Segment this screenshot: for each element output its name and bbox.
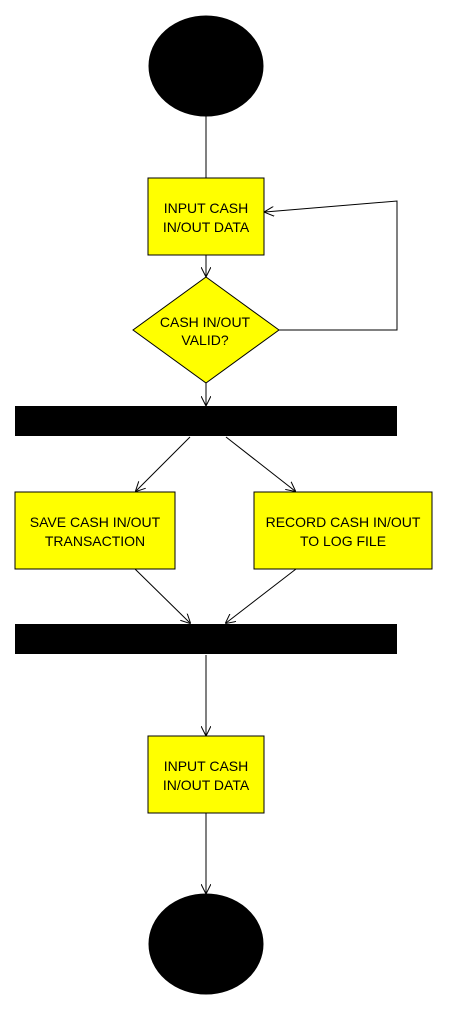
edge-save-to-join — [134, 568, 190, 623]
activity-label-line1: SAVE CASH IN/OUT — [30, 514, 161, 530]
edge-fork-to-record — [225, 436, 295, 491]
decision-cash-valid: CASH IN/OUT VALID? — [132, 276, 280, 384]
activity-label-line1: INPUT CASH — [164, 758, 249, 774]
edge-decision-loop-back — [265, 200, 398, 331]
activity-box — [253, 491, 433, 570]
edge-record-to-join — [226, 568, 297, 623]
decision-label-line1: CASH IN/OUT — [160, 314, 251, 330]
activity-input-cash-top: INPUT CASH IN/OUT DATA — [147, 177, 265, 256]
decision-label-line2: VALID? — [181, 332, 228, 348]
decision-diamond — [132, 276, 280, 384]
activity-input-cash-bottom: INPUT CASH IN/OUT DATA — [147, 735, 265, 814]
end-node — [148, 893, 264, 995]
fork-bar — [15, 406, 397, 436]
activity-record-log: RECORD CASH IN/OUT TO LOG FILE — [253, 491, 433, 570]
activity-label-line2: TRANSACTION — [45, 533, 145, 549]
start-node — [148, 15, 264, 117]
join-bar — [15, 624, 397, 654]
activity-label-line2: IN/OUT DATA — [163, 219, 250, 235]
activity-label-line2: TO LOG FILE — [300, 533, 386, 549]
edge-fork-to-save — [136, 436, 191, 491]
activity-box — [147, 735, 265, 814]
activity-label-line1: RECORD CASH IN/OUT — [266, 514, 421, 530]
activity-save-transaction: SAVE CASH IN/OUT TRANSACTION — [14, 491, 176, 570]
activity-box — [14, 491, 176, 570]
activity-label-line2: IN/OUT DATA — [163, 777, 250, 793]
activity-box — [147, 177, 265, 256]
activity-label-line1: INPUT CASH — [164, 200, 249, 216]
